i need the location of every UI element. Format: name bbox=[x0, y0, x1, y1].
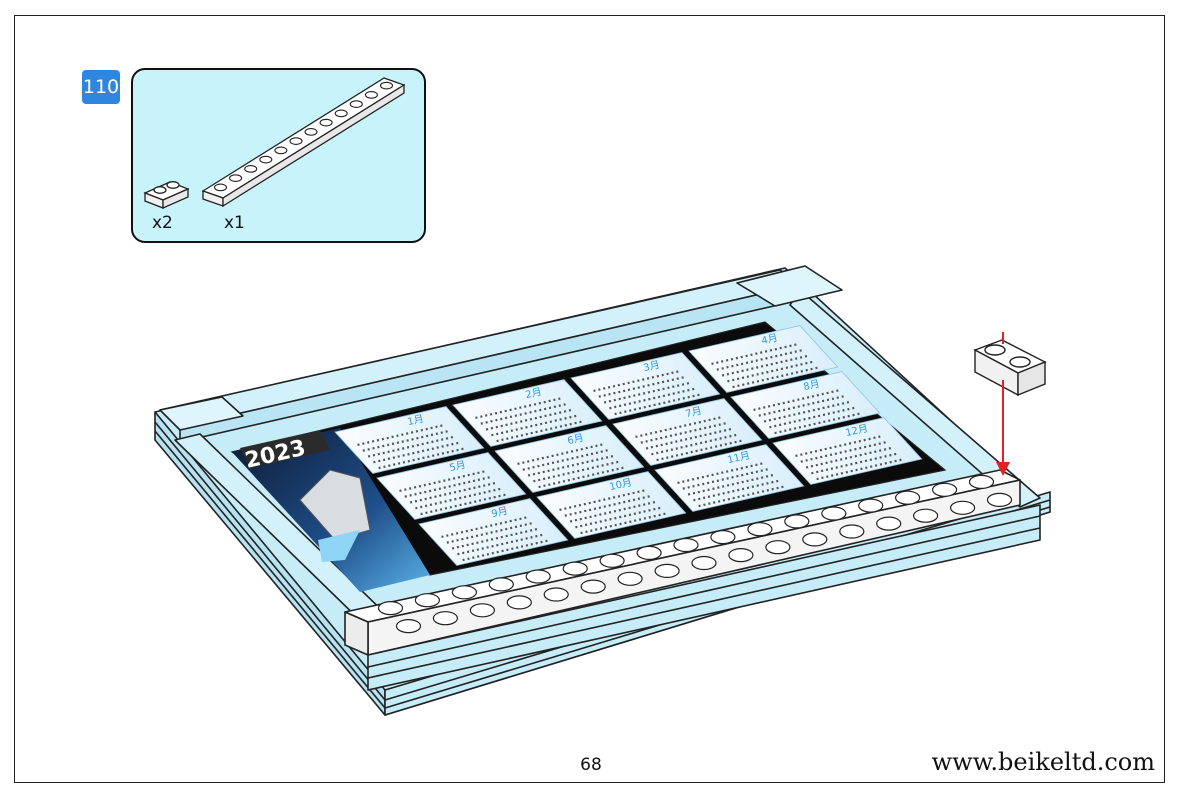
new-plate-1x2 bbox=[973, 339, 1047, 397]
calendar-month-tile: 5月 bbox=[376, 452, 527, 520]
plate-stud bbox=[334, 109, 348, 118]
plate-stud bbox=[821, 506, 847, 521]
plate-stud bbox=[525, 569, 551, 584]
plate-stud bbox=[213, 183, 228, 192]
plate-stud bbox=[876, 516, 902, 531]
placement-arrow bbox=[996, 332, 1010, 476]
calendar-month-label: 4月 bbox=[760, 332, 779, 347]
plate-stud bbox=[894, 490, 921, 505]
front-plate-studs bbox=[377, 474, 1013, 634]
plate-stud bbox=[377, 600, 404, 616]
calendar-month-tile: 9月 bbox=[418, 498, 569, 566]
calendar-month-label: 9月 bbox=[490, 505, 509, 520]
plate-stud bbox=[414, 593, 440, 608]
calendar-month-label: 2月 bbox=[524, 386, 543, 401]
plate-stud bbox=[802, 532, 828, 547]
calendar-month-label: 1月 bbox=[406, 413, 425, 428]
calendar-month-label: 7月 bbox=[684, 405, 703, 420]
plate-stud bbox=[673, 537, 699, 553]
plate-stud bbox=[949, 500, 976, 515]
calendar-month-grid: 1月 2月 3月 4月 5月 6月 7月 8月 9月 10月 11月 12月 bbox=[334, 325, 923, 566]
plate-1x2-part bbox=[143, 181, 190, 209]
plate-stud bbox=[244, 165, 258, 173]
plate-stud bbox=[274, 146, 288, 155]
calendar-month-tile: 1月 bbox=[334, 406, 485, 474]
plate-stud bbox=[986, 492, 1013, 507]
calendar-month-tile: 3月 bbox=[570, 352, 721, 420]
calendar-month-tile: 12月 bbox=[772, 417, 923, 485]
plate-stud bbox=[784, 514, 810, 529]
calendar-month-label: 12月 bbox=[844, 422, 869, 439]
calendar-month-tile: 10月 bbox=[536, 471, 687, 539]
calendar-month-label: 10月 bbox=[608, 476, 633, 493]
plate-stud bbox=[931, 482, 958, 497]
plate-stud bbox=[349, 100, 363, 108]
plate-stud bbox=[968, 474, 995, 489]
step-number-badge: 110 bbox=[82, 70, 120, 104]
plate-stud bbox=[617, 571, 643, 586]
calendar-month-label: 11月 bbox=[726, 449, 751, 466]
plate-stud bbox=[432, 611, 458, 626]
calendar-month-label: 5月 bbox=[448, 459, 467, 474]
calendar-month-tile: 2月 bbox=[452, 379, 603, 447]
plate-stud bbox=[488, 577, 514, 592]
rocket-icon bbox=[299, 469, 371, 562]
plate-stud bbox=[319, 118, 333, 127]
plate-1x12-studs bbox=[213, 81, 394, 192]
plate-stud bbox=[469, 603, 495, 618]
calendar-month-label: 8月 bbox=[802, 378, 821, 393]
part-quantity-plate-1x2: x2 bbox=[152, 213, 173, 233]
calendar-month-tile: 7月 bbox=[612, 398, 763, 466]
plate-stud bbox=[654, 563, 680, 579]
plate-stud bbox=[259, 155, 273, 164]
plate-stud bbox=[728, 547, 754, 563]
plate-stud bbox=[599, 553, 625, 568]
calendar-month-label: 3月 bbox=[642, 359, 661, 374]
plate-stud bbox=[710, 529, 736, 545]
calendar-month-label: 6月 bbox=[566, 432, 585, 447]
plate-stud bbox=[304, 128, 318, 136]
plate-stud bbox=[229, 174, 243, 182]
plate-stud bbox=[580, 579, 606, 594]
plate-stud bbox=[747, 522, 773, 537]
plate-stud bbox=[765, 540, 791, 555]
website-url: www.beikeltd.com bbox=[931, 748, 1155, 776]
calendar-month-tile: 4月 bbox=[688, 325, 839, 393]
plate-stud bbox=[451, 585, 477, 600]
plate-stud bbox=[395, 618, 422, 634]
plate-stud bbox=[506, 595, 532, 610]
plate-stud bbox=[543, 587, 569, 602]
plate-stud bbox=[562, 561, 588, 576]
plate-stud bbox=[912, 508, 939, 523]
plate-stud bbox=[379, 81, 394, 90]
part-quantity-plate-1x12: x1 bbox=[224, 213, 245, 233]
page-number: 68 bbox=[580, 755, 602, 775]
plate-stud bbox=[364, 91, 378, 99]
calendar-month-tile: 8月 bbox=[730, 371, 881, 439]
plate-stud bbox=[858, 498, 884, 513]
calendar-month-tile: 6月 bbox=[494, 425, 645, 493]
plate-stud bbox=[636, 545, 662, 561]
plate-stud bbox=[289, 137, 303, 145]
plate-stud bbox=[691, 555, 717, 571]
plate-stud bbox=[839, 524, 865, 539]
calendar-month-tile: 11月 bbox=[654, 444, 805, 512]
page-border bbox=[14, 15, 1165, 783]
